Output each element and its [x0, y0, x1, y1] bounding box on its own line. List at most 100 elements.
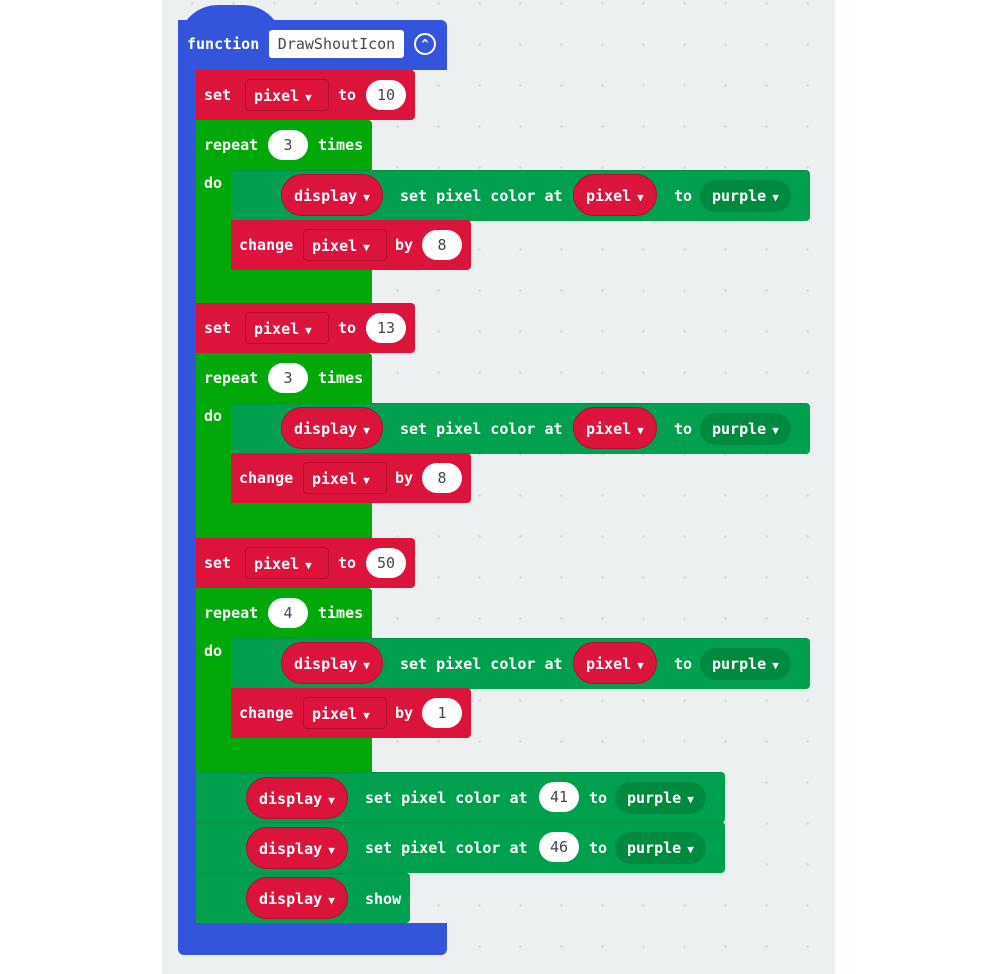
- dropdown-caret-icon: ▼: [637, 191, 644, 204]
- color-dropdown-label: purple: [712, 655, 767, 673]
- display-dropdown-label: display: [259, 840, 323, 858]
- variable-dropdown-label: pixel: [254, 320, 300, 338]
- repeat-count-input[interactable]: 4: [268, 598, 308, 628]
- dropdown-caret-icon: ▼: [363, 424, 370, 437]
- repeat-count-input[interactable]: 3: [268, 363, 308, 393]
- display-dropdown[interactable]: display ▼: [281, 407, 383, 449]
- dropdown-caret-icon: ▼: [637, 424, 644, 437]
- set-pixel-color-label: set pixel color at: [400, 655, 563, 673]
- dropdown-caret-icon: ▼: [363, 241, 370, 254]
- dropdown-caret-icon: ▼: [363, 191, 370, 204]
- do-keyword: do: [204, 642, 223, 660]
- to-keyword: to: [338, 319, 357, 337]
- do-keyword: do: [204, 407, 223, 425]
- set-pixel-color-label: set pixel color at: [365, 839, 528, 857]
- function-keyword: function: [187, 35, 260, 53]
- to-keyword: to: [338, 86, 357, 104]
- function-block-rail: [178, 60, 198, 940]
- pixel-index-dropdown[interactable]: pixel ▼: [573, 407, 657, 449]
- display-dropdown-label: display: [294, 655, 358, 673]
- to-keyword: to: [674, 420, 693, 438]
- display-dropdown[interactable]: display ▼: [281, 642, 383, 684]
- chevron-up-circle-icon[interactable]: ^: [414, 33, 436, 55]
- display-dropdown-label: display: [259, 890, 323, 908]
- pixel-index-dropdown[interactable]: pixel ▼: [573, 642, 657, 684]
- set-pixel-color-label: set pixel color at: [400, 187, 563, 205]
- to-keyword: to: [589, 839, 608, 857]
- color-dropdown-label: purple: [712, 420, 767, 438]
- change-value-input[interactable]: 8: [422, 463, 462, 493]
- to-keyword: to: [589, 789, 608, 807]
- pixel-index-input[interactable]: 46: [539, 832, 579, 862]
- repeat-keyword: repeat: [204, 369, 259, 387]
- dropdown-caret-icon: ▼: [305, 324, 312, 337]
- function-block-footer: [178, 923, 447, 955]
- times-keyword: times: [318, 604, 364, 622]
- dropdown-caret-icon: ▼: [363, 709, 370, 722]
- variable-dropdown[interactable]: pixel ▼: [303, 462, 387, 494]
- change-keyword: change: [239, 469, 294, 487]
- by-keyword: by: [395, 236, 414, 254]
- value-input[interactable]: 13: [366, 313, 406, 343]
- variable-dropdown[interactable]: pixel ▼: [303, 229, 387, 261]
- variable-dropdown[interactable]: pixel▼: [245, 547, 329, 579]
- set-keyword: set: [204, 554, 232, 572]
- display-dropdown[interactable]: display ▼: [246, 877, 348, 919]
- dropdown-caret-icon: ▼: [328, 844, 335, 857]
- variable-dropdown-label: pixel: [312, 470, 358, 488]
- display-dropdown-label: display: [294, 187, 358, 205]
- value-input[interactable]: 10: [366, 80, 406, 110]
- variable-dropdown[interactable]: pixel▼: [303, 697, 387, 729]
- display-dropdown-label: display: [294, 420, 358, 438]
- color-dropdown[interactable]: purple ▼: [700, 648, 791, 680]
- function-name-input[interactable]: DrawShoutIcon: [269, 30, 404, 58]
- dropdown-caret-icon: ▼: [772, 191, 779, 204]
- pixel-index-dropdown[interactable]: pixel ▼: [573, 174, 657, 216]
- display-dropdown[interactable]: display ▼: [281, 174, 383, 216]
- change-keyword: change: [239, 704, 294, 722]
- dropdown-caret-icon: ▼: [687, 793, 694, 806]
- dropdown-caret-icon: ▼: [328, 894, 335, 907]
- dropdown-caret-icon: ▼: [772, 659, 779, 672]
- color-dropdown[interactable]: purple ▼: [615, 832, 706, 864]
- variable-dropdown[interactable]: pixel ▼: [245, 312, 329, 344]
- color-dropdown[interactable]: purple ▼: [700, 180, 791, 212]
- show-keyword: show: [365, 890, 402, 908]
- pixel-index-input[interactable]: 41: [539, 782, 579, 812]
- times-keyword: times: [318, 369, 364, 387]
- change-keyword: change: [239, 236, 294, 254]
- to-keyword: to: [674, 187, 693, 205]
- to-keyword: to: [338, 554, 357, 572]
- dropdown-caret-icon: ▼: [363, 659, 370, 672]
- change-value-input[interactable]: 1: [422, 698, 462, 728]
- dropdown-caret-icon: ▼: [328, 794, 335, 807]
- pixel-index-dropdown-label: pixel: [586, 420, 632, 438]
- set-keyword: set: [204, 86, 232, 104]
- variable-dropdown-label: pixel: [312, 237, 358, 255]
- set-pixel-color-label: set pixel color at: [400, 420, 563, 438]
- repeat-count-input[interactable]: 3: [268, 130, 308, 160]
- repeat-keyword: repeat: [204, 136, 259, 154]
- color-dropdown[interactable]: purple ▼: [700, 413, 791, 445]
- display-dropdown[interactable]: display ▼: [246, 827, 348, 869]
- pixel-index-dropdown-label: pixel: [586, 655, 632, 673]
- dropdown-caret-icon: ▼: [687, 843, 694, 856]
- color-dropdown-label: purple: [627, 839, 682, 857]
- variable-dropdown[interactable]: pixel▼: [245, 79, 329, 111]
- dropdown-caret-icon: ▼: [637, 659, 644, 672]
- change-value-input[interactable]: 8: [422, 230, 462, 260]
- value-input[interactable]: 50: [366, 548, 406, 578]
- pixel-index-dropdown-label: pixel: [586, 187, 632, 205]
- dropdown-caret-icon: ▼: [772, 424, 779, 437]
- dropdown-caret-icon: ▼: [305, 91, 312, 104]
- display-dropdown[interactable]: display ▼: [246, 777, 348, 819]
- dropdown-caret-icon: ▼: [363, 474, 370, 487]
- color-dropdown[interactable]: purple ▼: [615, 782, 706, 814]
- display-dropdown-label: display: [259, 790, 323, 808]
- color-dropdown-label: purple: [712, 187, 767, 205]
- times-keyword: times: [318, 136, 364, 154]
- by-keyword: by: [395, 704, 414, 722]
- set-pixel-color-label: set pixel color at: [365, 789, 528, 807]
- color-dropdown-label: purple: [627, 789, 682, 807]
- dropdown-caret-icon: ▼: [305, 559, 312, 572]
